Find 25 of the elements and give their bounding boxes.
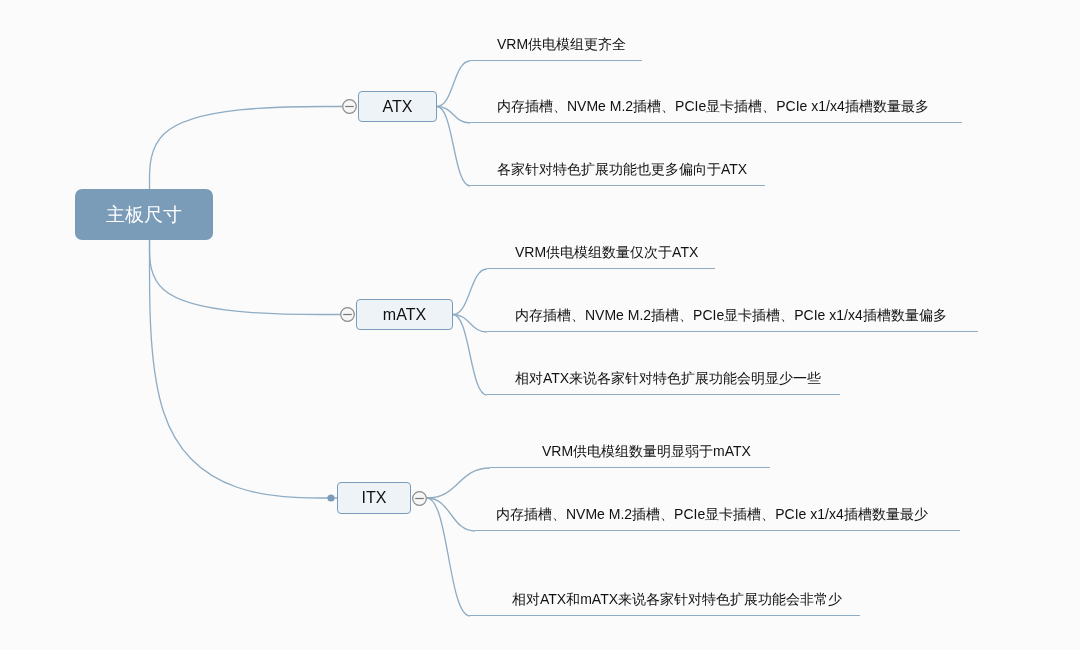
subtopic-label: 内存插槽、NVMe M.2插槽、PCIe显卡插槽、PCIe x1/x4插槽数量最多 <box>497 97 929 116</box>
subtopic-label: 相对ATX来说各家针对特色扩展功能会明显少一些 <box>515 369 822 388</box>
subtopic-label: 各家针对特色扩展功能也更多偏向于ATX <box>497 160 748 179</box>
connector-curve <box>426 497 471 617</box>
connector-curve <box>452 313 488 396</box>
connector-curve <box>426 467 491 499</box>
topic-label: ATX <box>382 97 413 116</box>
connector-curve <box>426 497 476 532</box>
connector-curve <box>452 268 488 316</box>
connector-curve <box>436 105 471 124</box>
topic-label: mATX <box>382 305 427 324</box>
connector-curve <box>436 105 471 187</box>
subtopic-label: 相对ATX和mATX来说各家针对特色扩展功能会非常少 <box>512 590 843 609</box>
connector-curve <box>452 313 488 333</box>
subtopic-label: VRM供电模组数量仅次于ATX <box>515 243 699 262</box>
connector-curve <box>436 60 471 108</box>
connector-curve <box>148 105 343 190</box>
subtopic-label: VRM供电模组更齐全 <box>497 35 627 54</box>
central-topic-label: 主板尺寸 <box>106 202 182 227</box>
topic-label: ITX <box>361 489 387 507</box>
subtopic-label: VRM供电模组数量明显弱于mATX <box>542 442 751 461</box>
subtopic-label: 内存插槽、NVMe M.2插槽、PCIe显卡插槽、PCIe x1/x4插槽数量偏多 <box>515 306 947 325</box>
central-topic-box <box>75 189 213 240</box>
subtopic-label: 内存插槽、NVMe M.2插槽、PCIe显卡插槽、PCIe x1/x4插槽数量最少 <box>496 505 928 524</box>
connector-curve <box>148 239 338 502</box>
